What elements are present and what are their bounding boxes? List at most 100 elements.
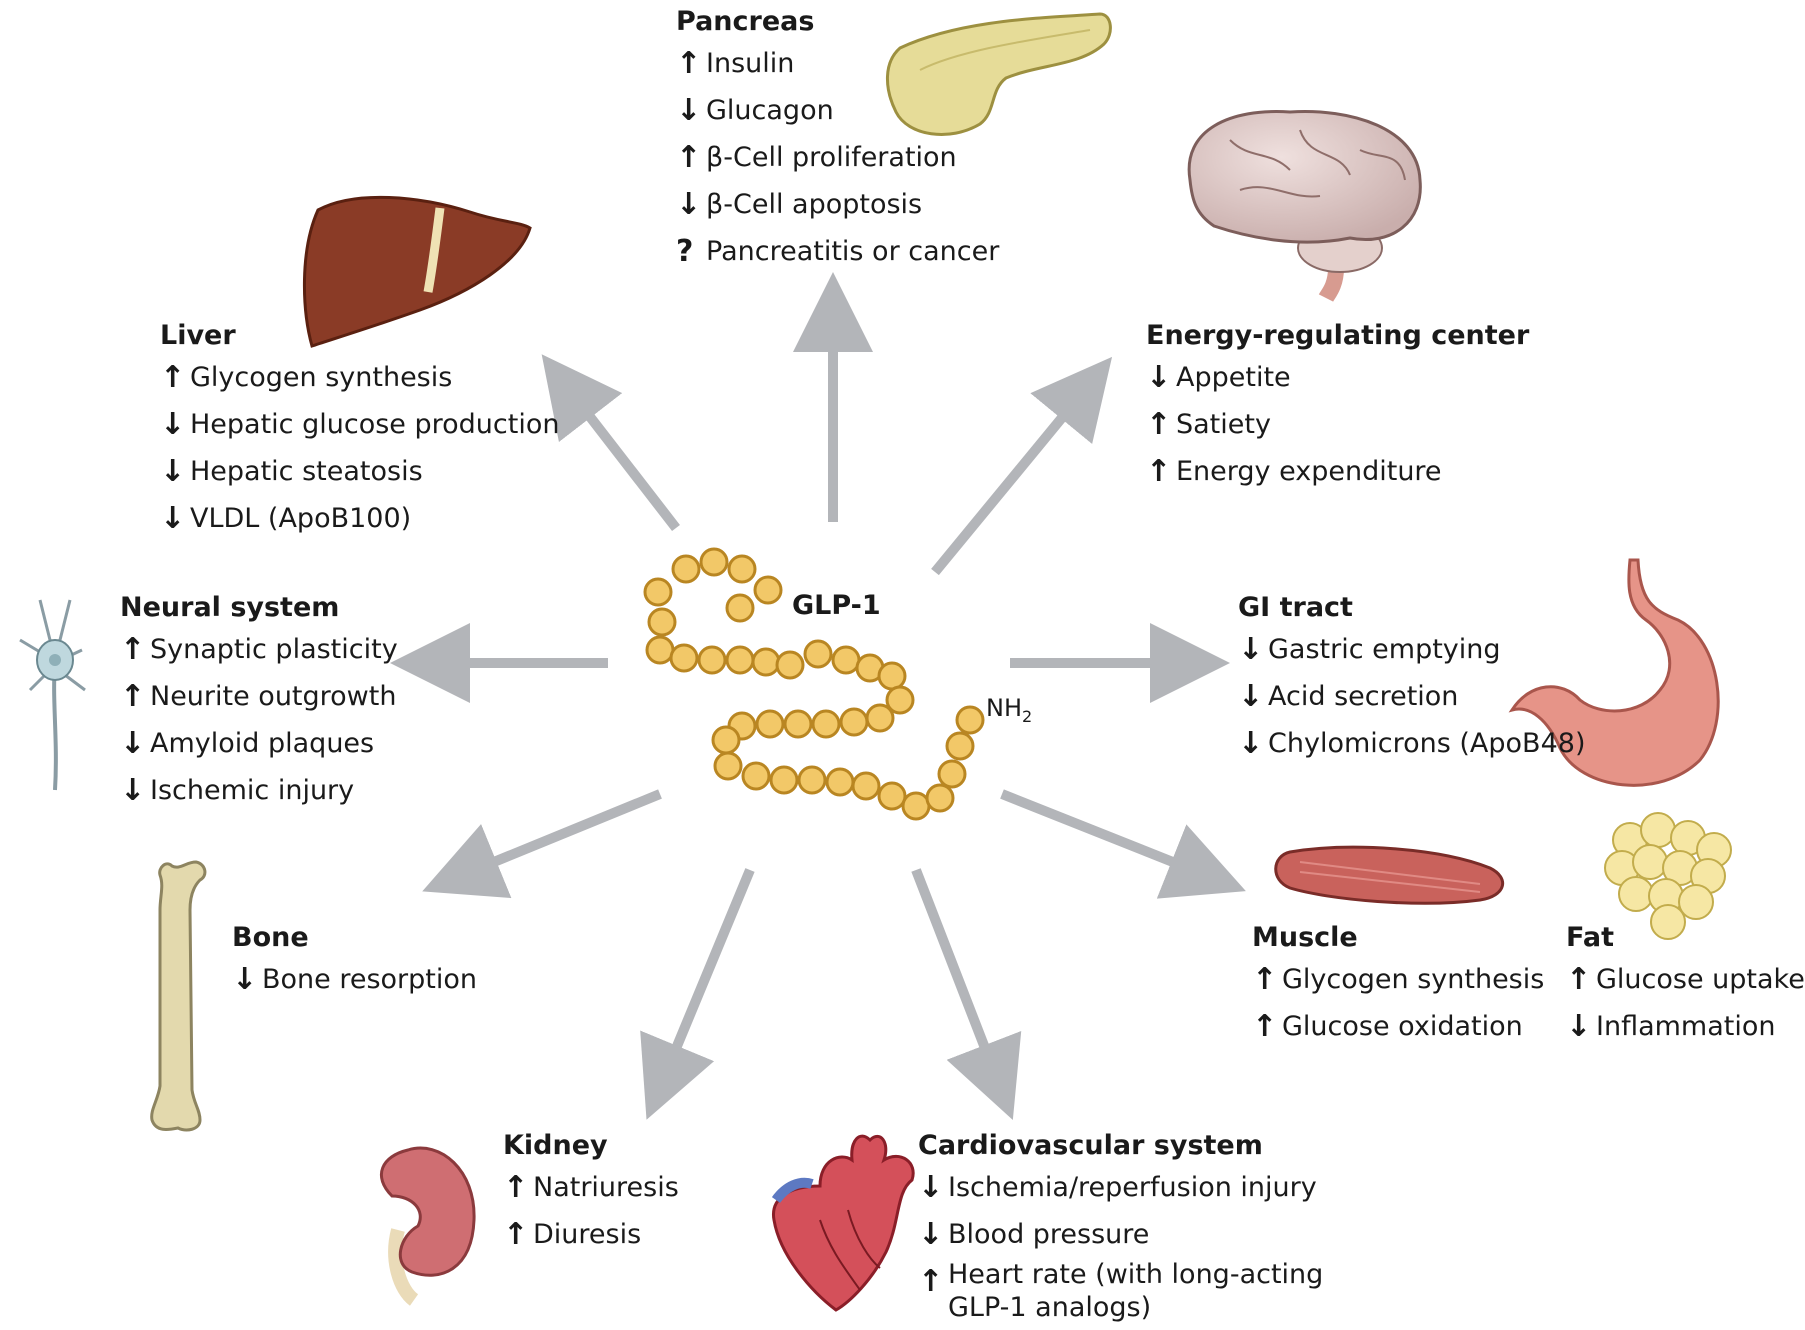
amino-acid-bead — [957, 707, 983, 733]
nh2-terminus-label: NH2 — [986, 694, 1032, 726]
amino-acid-bead — [805, 641, 831, 667]
down-arrow-icon: ↓ — [1238, 720, 1268, 767]
gi-effect-text: Gastric emptying — [1268, 626, 1501, 673]
muscle-effect-text: Glucose oxidation — [1282, 1003, 1523, 1050]
fat-cell — [1619, 877, 1653, 911]
fat-cell — [1633, 845, 1667, 879]
amino-acid-bead — [833, 647, 859, 673]
down-arrow-icon: ↓ — [120, 767, 150, 814]
down-arrow-icon: ↓ — [676, 181, 706, 228]
amino-acid-bead — [947, 733, 973, 759]
cardio-title: Cardiovascular system — [918, 1128, 1328, 1164]
cardio-effect-text: Ischemia/reperfusion injury — [948, 1164, 1317, 1211]
kidney-illustration — [381, 1148, 474, 1300]
amino-acid-bead — [743, 763, 769, 789]
neural-title: Neural system — [120, 590, 398, 626]
liver-effect-item: ↓Hepatic steatosis — [160, 448, 559, 495]
neuron-illustration — [20, 600, 85, 790]
arrow-to-kidney — [658, 870, 750, 1092]
down-arrow-icon: ↓ — [160, 448, 190, 495]
pancreas-effect-item: ↑β-Cell proliferation — [676, 134, 999, 181]
cardio-effect-text: Heart rate (with long-acting GLP-1 analo… — [948, 1258, 1328, 1324]
pancreas-effect-text: Pancreatitis or cancer — [706, 228, 999, 275]
arrow-to-liver — [560, 378, 676, 528]
amino-acid-bead — [645, 579, 671, 605]
pancreas-effect-item: ↓Glucagon — [676, 87, 999, 134]
gi-effect-text: Chylomicrons (ApoB48) — [1268, 720, 1585, 767]
down-arrow-icon: ↓ — [918, 1164, 948, 1211]
up-arrow-icon: ↑ — [120, 626, 150, 673]
cardio-effect-item: ↓Ischemia/reperfusion injury — [918, 1164, 1328, 1211]
gi-tract-effects: GI tract↓Gastric emptying↓Acid secretion… — [1238, 590, 1585, 767]
amino-acid-bead — [867, 705, 893, 731]
amino-acid-bead — [647, 637, 673, 663]
pancreas-effect-text: β-Cell proliferation — [706, 134, 957, 181]
neural-effect-item: ↓Amyloid plaques — [120, 720, 398, 767]
amino-acid-bead — [649, 609, 675, 635]
pancreas-effect-text: Insulin — [706, 40, 794, 87]
muscle-effects: Muscle↑Glycogen synthesis↑Glucose oxidat… — [1252, 920, 1544, 1050]
liver-effect-item: ↓VLDL (ApoB100) — [160, 495, 559, 542]
kidney-title: Kidney — [503, 1128, 679, 1164]
amino-acid-bead — [757, 711, 783, 737]
amino-acid-bead — [799, 767, 825, 793]
muscle-illustration — [1276, 847, 1503, 903]
up-arrow-icon: ↑ — [160, 354, 190, 401]
liver-effect-text: Hepatic glucose production — [190, 401, 559, 448]
energy-effect-text: Satiety — [1176, 401, 1271, 448]
down-arrow-icon: ↓ — [1566, 1003, 1596, 1050]
cardio-effect-item: ↑Heart rate (with long-acting GLP-1 anal… — [918, 1258, 1328, 1324]
liver-effects: Liver↑Glycogen synthesis↓Hepatic glucose… — [160, 318, 559, 542]
amino-acid-bead — [701, 549, 727, 575]
arrow-to-cardio — [916, 870, 1002, 1092]
fat-effect-item: ↓Inflammation — [1566, 1003, 1805, 1050]
amino-acid-bead — [727, 595, 753, 621]
amino-acid-bead — [729, 556, 755, 582]
amino-acid-bead — [827, 769, 853, 795]
gi-title: GI tract — [1238, 590, 1585, 626]
cardio-effect-text: Blood pressure — [948, 1211, 1149, 1258]
fat-effect-text: Inflammation — [1596, 1003, 1776, 1050]
amino-acid-bead — [777, 652, 803, 678]
down-arrow-icon: ↓ — [1146, 354, 1176, 401]
energy-center-effects: Energy-regulating center↓Appetite↑Satiet… — [1146, 318, 1529, 495]
neural-effect-item: ↑Neurite outgrowth — [120, 673, 398, 720]
liver-effect-item: ↓Hepatic glucose production — [160, 401, 559, 448]
pancreas-effect-item: ↑Insulin — [676, 40, 999, 87]
neural-effect-item: ↑Synaptic plasticity — [120, 626, 398, 673]
nh2-main: NH — [986, 694, 1022, 722]
liver-effect-text: Hepatic steatosis — [190, 448, 423, 495]
amino-acid-bead — [813, 711, 839, 737]
energy-effect-text: Appetite — [1176, 354, 1291, 401]
up-arrow-icon: ↑ — [676, 134, 706, 181]
amino-acid-bead — [841, 709, 867, 735]
neural-effect-item: ↓Ischemic injury — [120, 767, 398, 814]
amino-acid-bead — [753, 649, 779, 675]
nh2-subscript: 2 — [1022, 707, 1032, 726]
amino-acid-bead — [903, 793, 929, 819]
down-arrow-icon: ↓ — [160, 401, 190, 448]
amino-acid-bead — [671, 645, 697, 671]
question-mark-icon: ? — [676, 228, 706, 275]
amino-acid-bead — [853, 773, 879, 799]
bone-effect-item: ↓Bone resorption — [232, 956, 477, 1003]
pancreas-effects: Pancreas↑Insulin↓Glucagon↑β-Cell prolife… — [676, 4, 999, 275]
down-arrow-icon: ↓ — [232, 956, 262, 1003]
up-arrow-icon: ↑ — [1252, 1003, 1282, 1050]
energy-effect-item: ↑Satiety — [1146, 401, 1529, 448]
fat-title: Fat — [1566, 920, 1805, 956]
down-arrow-icon: ↓ — [918, 1211, 948, 1258]
up-arrow-icon: ↑ — [918, 1258, 948, 1305]
liver-effect-text: VLDL (ApoB100) — [190, 495, 411, 542]
amino-acid-bead — [939, 761, 965, 787]
gi-effect-item: ↓Chylomicrons (ApoB48) — [1238, 720, 1585, 767]
liver-effect-text: Glycogen synthesis — [190, 354, 452, 401]
energy-title: Energy-regulating center — [1146, 318, 1529, 354]
kidney-effect-text: Diuresis — [533, 1211, 641, 1258]
down-arrow-icon: ↓ — [120, 720, 150, 767]
up-arrow-icon: ↑ — [1146, 448, 1176, 495]
amino-acid-bead — [699, 647, 725, 673]
down-arrow-icon: ↓ — [1238, 626, 1268, 673]
up-arrow-icon: ↑ — [503, 1211, 533, 1258]
amino-acid-bead — [785, 711, 811, 737]
